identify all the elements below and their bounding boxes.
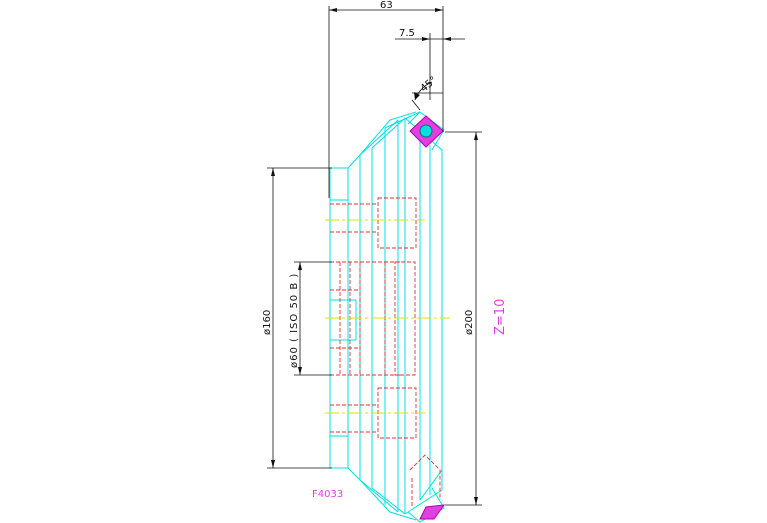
part-code: F4033	[312, 489, 343, 500]
bottom-insert	[419, 504, 446, 520]
dim-diameter-160: ø160	[262, 310, 273, 335]
dim-diameter-200: ø200	[464, 310, 475, 335]
dim-overall-width: 63	[380, 0, 393, 11]
dim-bore: ø60 ( ISO 50 B )	[289, 273, 300, 368]
top-insert	[409, 115, 444, 148]
center-lines	[325, 219, 450, 414]
dim-insert-offset: 7.5	[399, 28, 415, 39]
teeth-count: Z=10	[493, 299, 508, 335]
dimension-lines	[267, 6, 482, 506]
dim-chamfer-angle: 45°	[419, 75, 440, 95]
hidden-lines	[330, 197, 441, 508]
cutter-outline	[329, 111, 445, 523]
dimension-arrows	[271, 8, 478, 505]
